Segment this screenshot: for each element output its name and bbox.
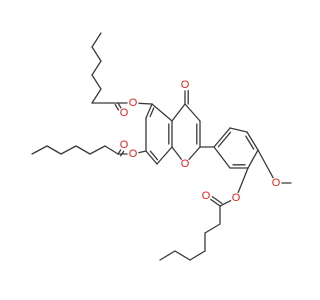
bond-line	[209, 198, 221, 207]
oxygen-atom-label: O	[129, 148, 138, 160]
bond-line	[60, 145, 77, 155]
bond-line	[257, 149, 275, 179]
atom-label-background	[118, 139, 130, 151]
oxygen-atom-label: O	[272, 177, 281, 189]
bond-layer	[31, 32, 292, 261]
bond-line	[174, 250, 191, 261]
bond-line	[117, 148, 122, 155]
bond-line	[229, 127, 248, 133]
atom-label-background	[179, 79, 191, 91]
atom-label-background	[127, 97, 139, 109]
bond-inner-line	[149, 150, 159, 161]
oxygen-atom-label: O	[181, 158, 190, 170]
bond-line	[189, 250, 206, 261]
atom-label-background	[127, 148, 139, 160]
atom-label-background	[230, 192, 242, 204]
bond-inner-line	[245, 135, 255, 150]
oxygen-atom-label: O	[129, 97, 138, 109]
atom-label-background	[118, 107, 130, 119]
bond-inner-line	[217, 131, 232, 148]
atom-label-background	[200, 190, 212, 202]
bond-line	[91, 32, 102, 48]
bond-line	[171, 103, 186, 122]
bond-line	[213, 127, 231, 148]
oxygen-atom-label: O	[120, 139, 129, 151]
bond-double-line	[114, 103, 120, 111]
oxygen-atom-label: O	[202, 190, 211, 202]
bond-line	[89, 145, 106, 155]
oxygen-atom-label: O	[181, 79, 190, 91]
bond-line	[184, 103, 201, 122]
bond-line	[91, 74, 102, 90]
bond-line	[91, 60, 102, 76]
oxygen-atom-label: O	[120, 107, 129, 119]
bond-line	[91, 88, 102, 104]
bond-line	[117, 102, 122, 109]
bond-line	[75, 145, 91, 155]
bond-line	[204, 223, 221, 234]
bond-line	[137, 102, 153, 105]
bond-line	[46, 145, 62, 155]
bond-line	[156, 146, 173, 165]
bond-double-line	[211, 195, 223, 205]
bond-line	[171, 146, 183, 161]
bond-line	[187, 146, 201, 161]
atom-label-background	[270, 177, 282, 189]
bond-line	[159, 250, 176, 261]
bond-line	[237, 167, 249, 194]
bond-line	[104, 145, 119, 155]
bond-line	[219, 199, 232, 207]
bond-line	[151, 103, 173, 122]
bond-line	[137, 150, 147, 154]
bond-line	[145, 103, 153, 119]
bond-line	[247, 149, 259, 169]
bond-line	[145, 150, 158, 165]
bond-line	[31, 145, 48, 155]
bond-line	[246, 131, 259, 151]
atom-label-background	[179, 158, 191, 170]
bond-line	[91, 46, 102, 62]
bond-line	[213, 146, 231, 169]
oxygen-atom-label: O	[232, 192, 241, 204]
bond-inner-line	[149, 107, 155, 118]
